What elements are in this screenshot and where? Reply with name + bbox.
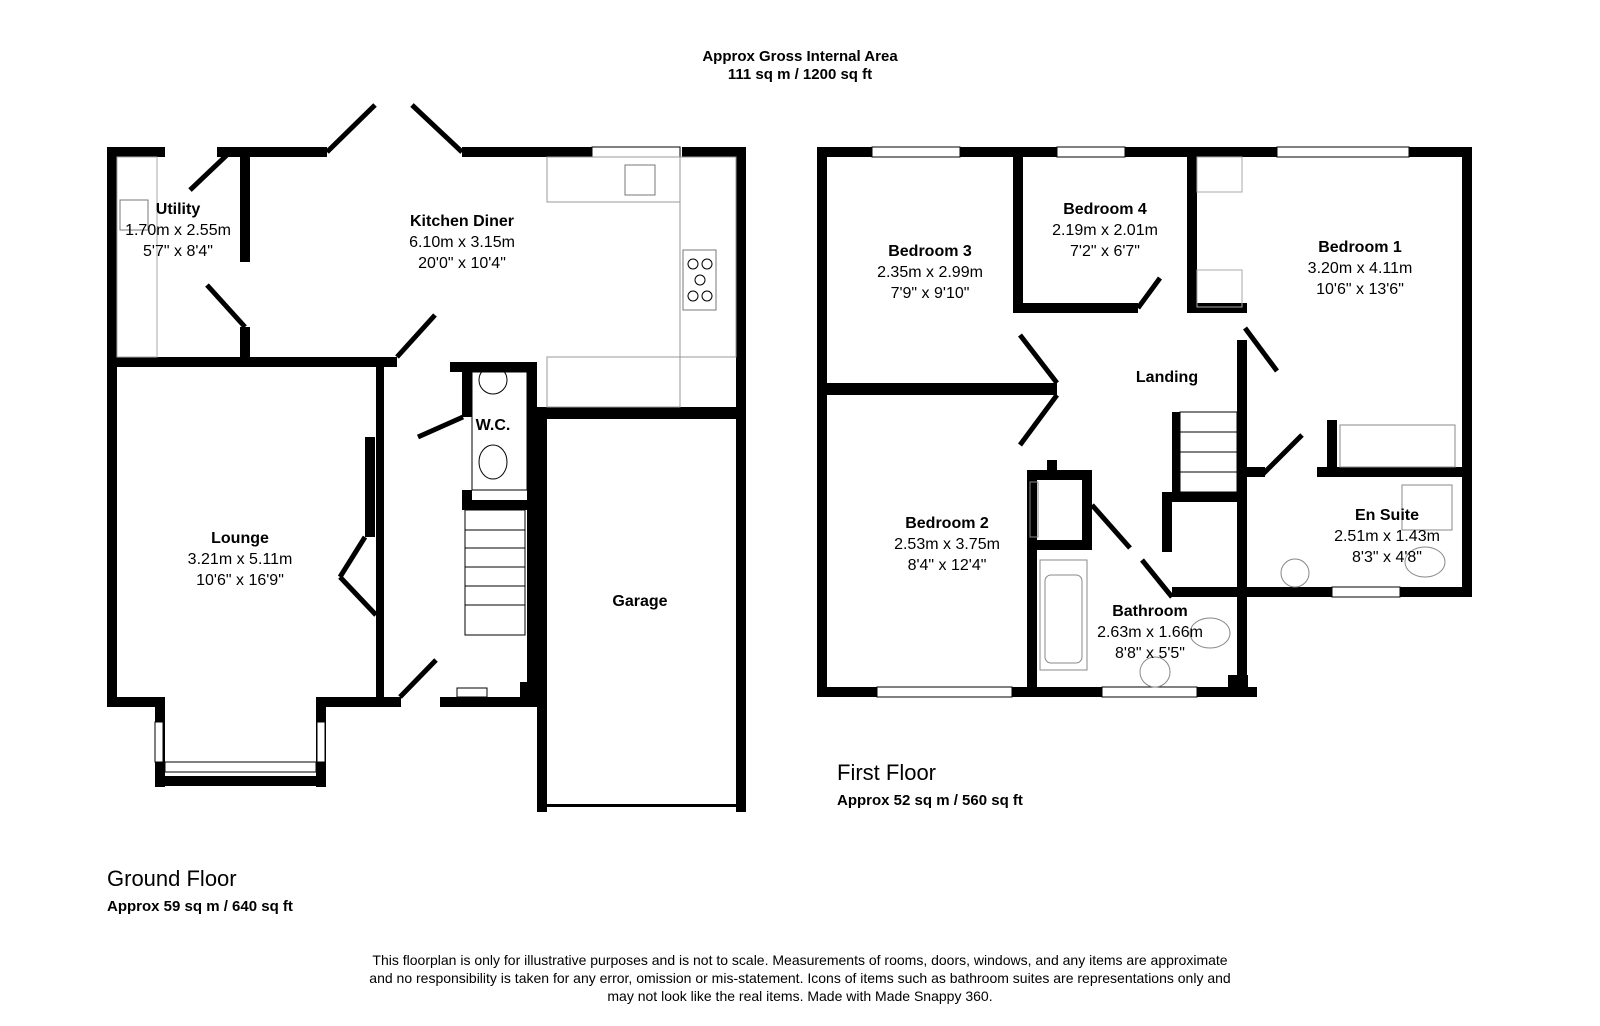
gross-internal-area-heading: Approx Gross Internal Area 111 sq m / 12… bbox=[0, 48, 1600, 84]
room-bedroom-3: Bedroom 3 2.35m x 2.99m 7'9" x 9'10" bbox=[877, 241, 983, 304]
room-metric: 1.70m x 2.55m bbox=[125, 222, 231, 239]
gross-area-title: Approx Gross Internal Area bbox=[702, 48, 898, 65]
first-floor-walls bbox=[817, 147, 1472, 697]
ground-floor-fixtures bbox=[116, 146, 737, 773]
room-name: Bedroom 3 bbox=[888, 243, 972, 260]
floor-name: First Floor bbox=[837, 760, 936, 785]
room-name: Landing bbox=[1135, 369, 1199, 386]
room-name: Utility bbox=[155, 201, 201, 218]
room-bedroom-1: Bedroom 1 3.20m x 4.11m 10'6" x 13'6" bbox=[1308, 237, 1413, 300]
room-name: Garage bbox=[612, 593, 668, 610]
room-imperial: 8'8" x 5'5" bbox=[1115, 645, 1185, 662]
floor-name: Ground Floor bbox=[107, 866, 237, 891]
first-floor-label: First Floor Approx 52 sq m / 560 sq ft bbox=[837, 760, 1023, 809]
disclaimer-line: may not look like the real items. Made w… bbox=[607, 988, 993, 1004]
room-wc: W.C. bbox=[476, 415, 511, 436]
room-utility: Utility 1.70m x 2.55m 5'7" x 8'4" bbox=[125, 199, 231, 262]
floor-area: Approx 59 sq m / 640 sq ft bbox=[107, 898, 293, 915]
room-imperial: 8'4" x 12'4" bbox=[907, 557, 987, 574]
room-name: W.C. bbox=[475, 417, 511, 434]
ground-floor-doors bbox=[188, 103, 465, 699]
disclaimer-line: This floorplan is only for illustrative … bbox=[372, 952, 1228, 968]
room-imperial: 10'6" x 13'6" bbox=[1316, 281, 1404, 298]
room-name: Kitchen Diner bbox=[409, 213, 515, 230]
room-imperial: 20'0" x 10'4" bbox=[418, 255, 506, 272]
room-bathroom: Bathroom 2.63m x 1.66m 8'8" x 5'5" bbox=[1097, 601, 1203, 664]
room-name: Lounge bbox=[211, 530, 269, 547]
room-metric: 2.51m x 1.43m bbox=[1334, 528, 1440, 545]
room-metric: 2.35m x 2.99m bbox=[877, 264, 983, 281]
room-bedroom-4: Bedroom 4 2.19m x 2.01m 7'2" x 6'7" bbox=[1052, 199, 1158, 262]
room-imperial: 10'6" x 16'9" bbox=[196, 572, 284, 589]
room-name: Bedroom 2 bbox=[905, 515, 989, 532]
ground-floor-label: Ground Floor Approx 59 sq m / 640 sq ft bbox=[107, 866, 293, 915]
floor-area: Approx 52 sq m / 560 sq ft bbox=[837, 792, 1023, 809]
room-en-suite: En Suite 2.51m x 1.43m 8'3" x 4'8" bbox=[1334, 505, 1440, 568]
room-metric: 3.20m x 4.11m bbox=[1307, 260, 1413, 277]
first-floor-fixtures bbox=[871, 146, 1456, 698]
room-imperial: 8'3" x 4'8" bbox=[1352, 549, 1422, 566]
room-name: En Suite bbox=[1354, 507, 1420, 524]
room-metric: 2.63m x 1.66m bbox=[1097, 624, 1203, 641]
room-metric: 6.10m x 3.15m bbox=[409, 234, 515, 251]
room-name: Bedroom 1 bbox=[1318, 239, 1402, 256]
room-name: Bathroom bbox=[1112, 603, 1188, 620]
first-floor-doors bbox=[1017, 276, 1304, 599]
disclaimer-line: and no responsibility is taken for any e… bbox=[369, 970, 1231, 986]
room-bedroom-2: Bedroom 2 2.53m x 3.75m 8'4" x 12'4" bbox=[894, 513, 1000, 576]
room-kitchen-diner: Kitchen Diner 6.10m x 3.15m 20'0" x 10'4… bbox=[409, 211, 515, 274]
room-metric: 2.19m x 2.01m bbox=[1052, 222, 1158, 239]
room-metric: 2.53m x 3.75m bbox=[894, 536, 1000, 553]
room-lounge: Lounge 3.21m x 5.11m 10'6" x 16'9" bbox=[188, 528, 293, 591]
room-landing: Landing bbox=[1136, 367, 1198, 388]
room-imperial: 7'9" x 9'10" bbox=[890, 285, 970, 302]
room-name: Bedroom 4 bbox=[1063, 201, 1147, 218]
room-metric: 3.21m x 5.11m bbox=[187, 551, 293, 568]
gross-area-value: 111 sq m / 1200 sq ft bbox=[727, 66, 873, 83]
room-imperial: 5'7" x 8'4" bbox=[143, 243, 213, 260]
room-garage: Garage bbox=[612, 591, 667, 612]
room-imperial: 7'2" x 6'7" bbox=[1070, 243, 1140, 260]
disclaimer: This floorplan is only for illustrative … bbox=[0, 951, 1600, 1005]
